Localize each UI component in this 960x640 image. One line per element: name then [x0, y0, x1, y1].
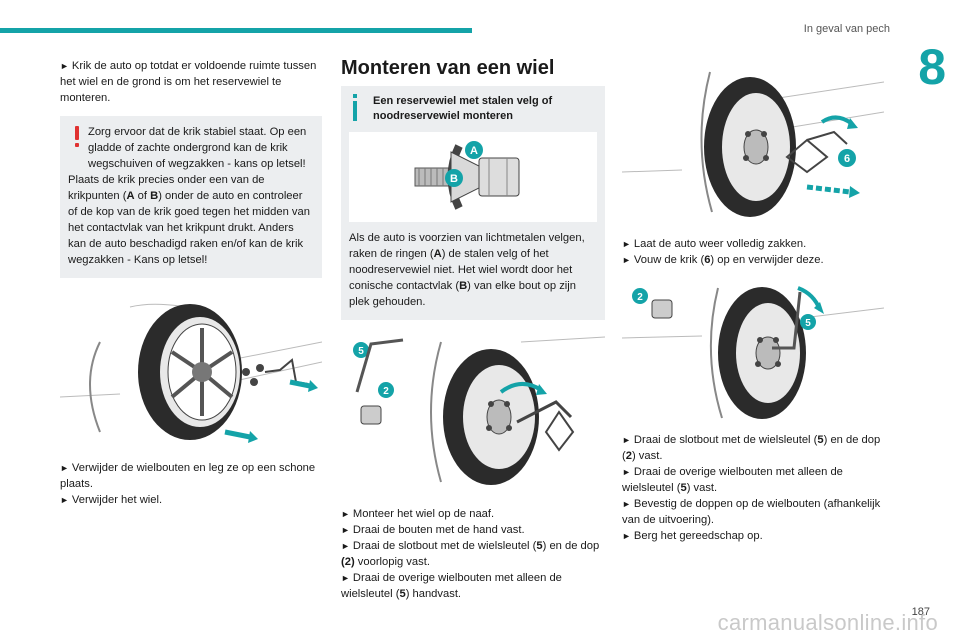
step-store-tools: ►Berg het gereedschap op. — [622, 530, 763, 542]
step-lock-bolt: ►Draai de slotbout met de wielsleutel (5… — [341, 540, 600, 568]
step-mount-wheel: ►Monteer het wiel op de naaf. — [341, 508, 495, 520]
label-2b: 2 — [637, 292, 643, 303]
label-a: A — [470, 145, 478, 157]
jack-lower-illustration: 6 — [621, 62, 885, 222]
wheel-tighten-illustration: 2 5 — [621, 278, 885, 428]
wheel-mount-illustration: 5 2 — [341, 332, 606, 492]
label-6: 6 — [844, 153, 850, 165]
step-lower-car: ►Laat de auto weer volledig zakken. — [622, 238, 807, 250]
step-tighten-others: ►Draai de overige wielbouten met alleen … — [622, 466, 843, 494]
bullet-icon: ► — [60, 61, 69, 71]
wheel-removal-illustration — [59, 302, 323, 452]
step-remove-wheel: ►Verwijder het wiel. — [60, 494, 163, 506]
label-2: 2 — [383, 386, 389, 397]
info-title: Een reservewiel met stalen velg of noodr… — [373, 95, 553, 122]
label-b: B — [450, 173, 458, 185]
header-accent-bar — [0, 28, 472, 33]
column-3: 6 ►Laat de auto weer volledig zakken. ►V… — [621, 58, 885, 544]
warning-text-2: Plaats de krik precies onder een van de … — [68, 174, 310, 266]
page-number: 187 — [911, 606, 930, 618]
step-other-bolts: ►Draai de overige wielbouten met alleen … — [341, 572, 562, 600]
step-remove-bolts: ►Verwijder de wielbouten en leg ze op ee… — [60, 462, 316, 490]
section-title: In geval van pech — [803, 23, 890, 35]
step-tighten-lock: ►Draai de slotbout met de wielsleutel (5… — [622, 434, 881, 462]
info-text: Als de auto is voorzien van lichtmetalen… — [349, 232, 585, 308]
chapter-number: 8 — [918, 39, 946, 95]
warning-icon — [72, 126, 82, 148]
step-fold-jack: ►Vouw de krik (6) op en verwijder deze. — [622, 254, 824, 266]
watermark: carmanualsonline.info — [717, 610, 938, 635]
section-heading: Monteren van een wiel — [341, 57, 555, 79]
step-fit-caps: ►Bevestig de doppen op de wielbouten (af… — [622, 498, 881, 526]
label-5: 5 — [358, 346, 364, 357]
info-box: Een reservewiel met stalen velg of noodr… — [341, 86, 605, 320]
bolt-illustration: A B — [349, 132, 597, 222]
column-2: Monteren van een wiel Een reservewiel me… — [341, 57, 606, 602]
warning-text-1: Zorg ervoor dat de krik stabiel staat. O… — [88, 126, 307, 170]
warning-box: Zorg ervoor dat de krik stabiel staat. O… — [60, 116, 322, 278]
column-1: ►Krik de auto op totdat er voldoende rui… — [59, 58, 323, 508]
step-raise-car: ►Krik de auto op totdat er voldoende rui… — [60, 60, 317, 104]
step-hand-tighten: ►Draai de bouten met de hand vast. — [341, 524, 525, 536]
info-icon — [350, 94, 360, 124]
label-5b: 5 — [805, 318, 811, 329]
